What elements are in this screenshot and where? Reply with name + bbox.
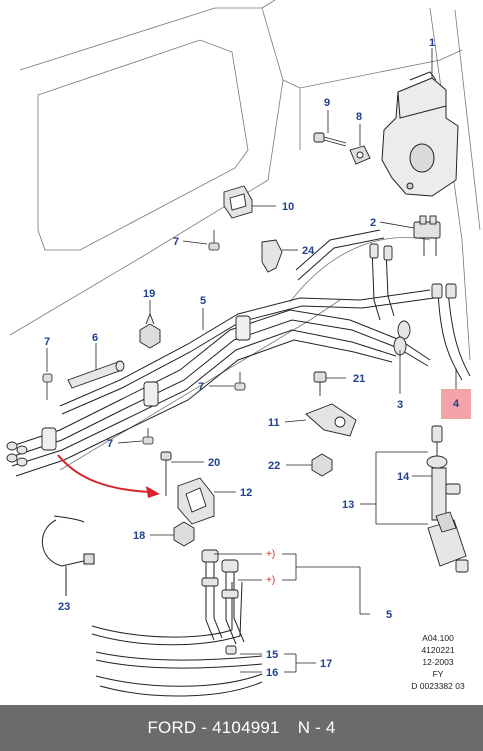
part-22-nut [311, 453, 333, 477]
part-6-sleeve [67, 360, 125, 389]
drawing-meta: A04.100 4120221 12-2003 FY D 0023382 03 [400, 632, 476, 692]
callout-12: 12 [240, 487, 252, 499]
callout-5a: 5 [200, 295, 206, 307]
part-12-clip [177, 477, 215, 525]
part-18-nut [173, 521, 195, 547]
callout-6: 6 [92, 332, 98, 344]
bundle-clamps [41, 315, 251, 451]
callout-16: 16 [266, 667, 278, 679]
callout-20: 20 [208, 457, 220, 469]
part-10-clip [223, 185, 253, 219]
callout-7c: 7 [198, 381, 204, 393]
callout-22: 22 [268, 460, 280, 472]
meta-line-1: A04.100 [422, 633, 454, 643]
meta-line-5: D 0023382 03 [411, 681, 465, 691]
callout-2: 2 [370, 217, 376, 229]
part-2-valve [413, 215, 441, 256]
callout-4-highlight[interactable]: 4 [441, 389, 471, 419]
callout-7b: 7 [44, 336, 50, 348]
plus-mark-1: +) [266, 549, 275, 560]
callout-8: 8 [356, 111, 362, 123]
part-20-stud [160, 451, 172, 496]
callout-7d: 7 [107, 438, 113, 450]
footer-bar: FORD - 4104991 N - 4 [0, 705, 483, 751]
parts-diagram: 1 9 8 10 2 7 24 19 5 6 7 21 7 3 11 7 20 … [6, 0, 481, 697]
detail-pipes [91, 562, 263, 697]
footer-part-number: FORD - 4104991 [147, 718, 280, 737]
part-13-leaders [360, 350, 457, 525]
plus-mark-2: +) [266, 575, 275, 586]
callout-14: 14 [397, 471, 410, 483]
part-24-bracket [261, 239, 283, 273]
part-1-module [381, 71, 459, 197]
part-11-clip [305, 403, 357, 437]
callout-15: 15 [266, 649, 278, 661]
callout-17: 17 [320, 658, 332, 670]
callout-18: 18 [133, 530, 145, 542]
footer-page-ref: N - 4 [297, 718, 336, 737]
part-19-nut [139, 312, 161, 349]
callout-13: 13 [342, 499, 354, 511]
detail-leaders [214, 553, 370, 673]
hose-fittings [6, 243, 457, 467]
callout-5b: 5 [386, 609, 392, 621]
red-arrow [57, 454, 160, 498]
callout-19: 19 [143, 288, 155, 300]
callout-24: 24 [302, 245, 315, 257]
callout-4: 4 [452, 398, 460, 410]
callout-7a: 7 [173, 236, 179, 248]
part-8-nut [349, 145, 371, 165]
callout-3: 3 [397, 399, 403, 411]
callout-23: 23 [58, 601, 70, 613]
meta-line-3: 12-2003 [422, 657, 454, 667]
part-21-bolt [313, 371, 327, 396]
callout-9: 9 [324, 97, 330, 109]
body-panel-outline [9, 0, 481, 471]
callout-11: 11 [268, 417, 280, 429]
meta-line-2: 4120221 [421, 645, 455, 655]
meta-line-4: FY [432, 669, 444, 679]
callout-10: 10 [282, 201, 294, 213]
callout-1: 1 [429, 37, 435, 49]
callout-21: 21 [353, 373, 365, 385]
part-9-bolt [313, 132, 347, 147]
part-23-strap [41, 515, 95, 596]
detail-fittings [201, 549, 239, 655]
part-7-bolts [42, 230, 246, 445]
part-13-assembly [426, 425, 469, 573]
